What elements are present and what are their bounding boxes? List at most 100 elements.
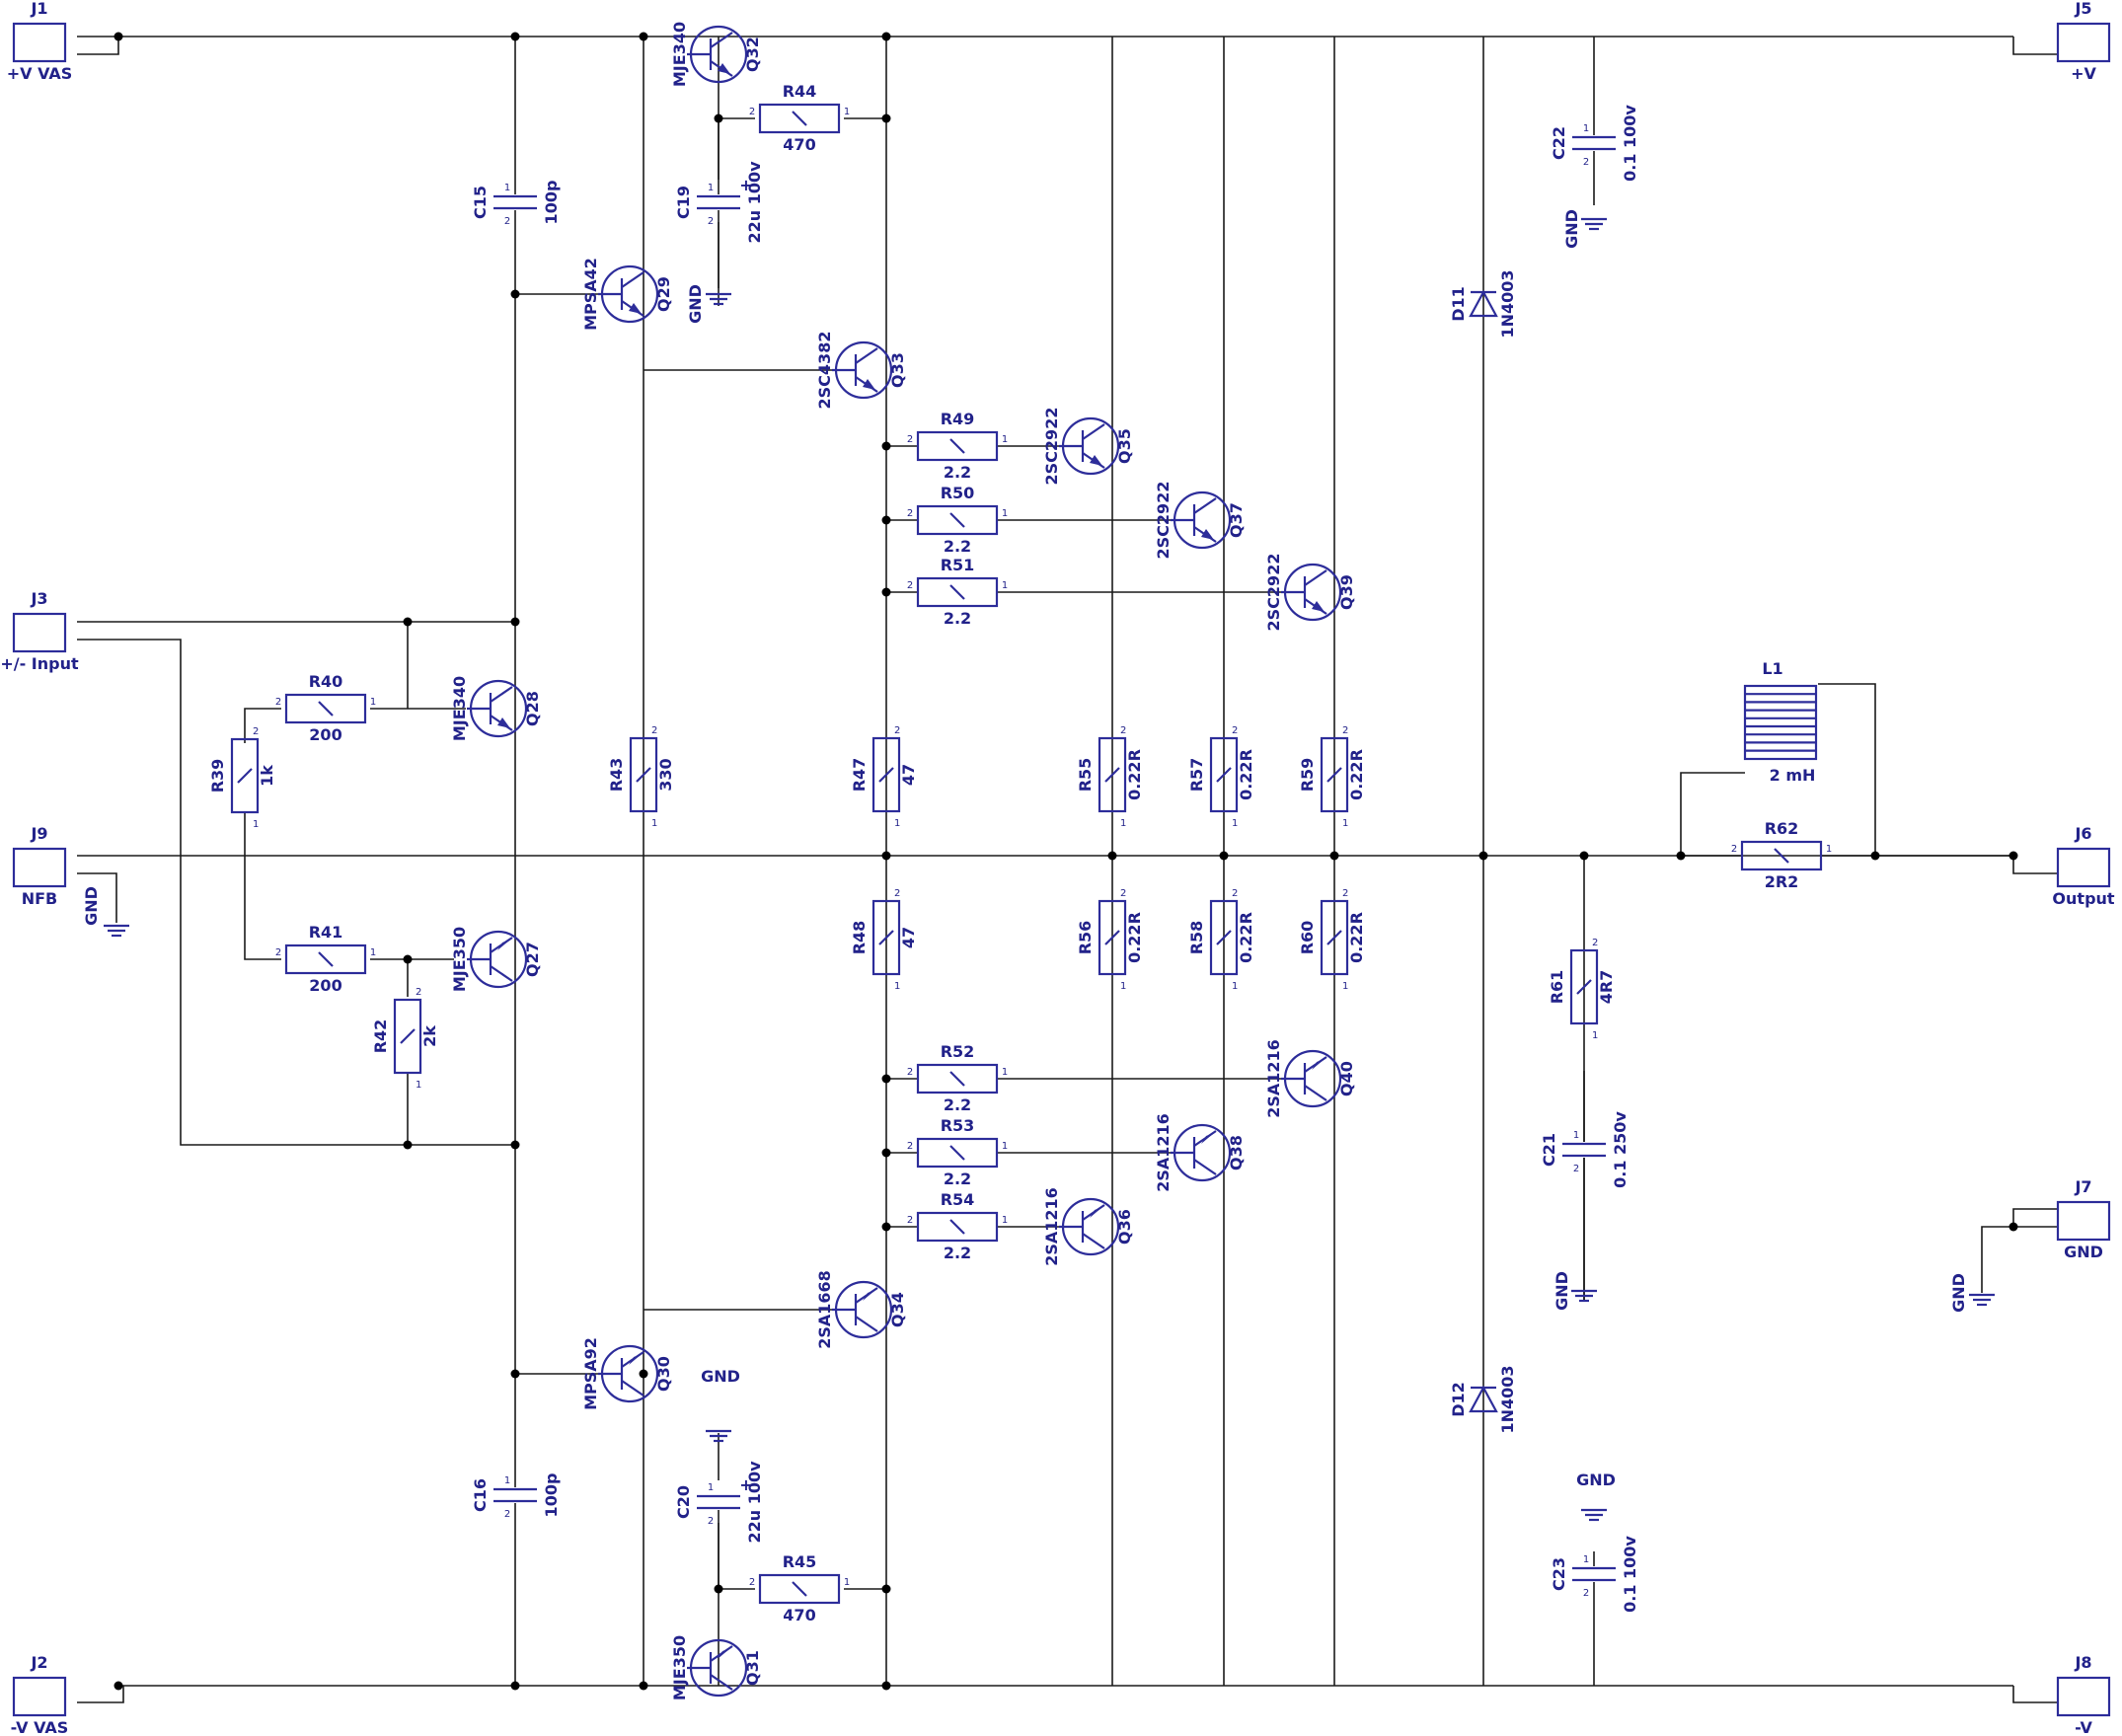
connector-body xyxy=(2056,22,2111,63)
connector-ref: J1 xyxy=(30,0,47,18)
transistor-ref: Q32 xyxy=(743,37,762,72)
pin-number: 1 xyxy=(844,1577,850,1588)
junction-dot xyxy=(1478,851,1488,861)
junction-dot xyxy=(881,1148,891,1158)
capacitor-value: 0.1 100v xyxy=(1621,1536,1639,1613)
junction-dot xyxy=(881,1681,891,1691)
pin-number: 1 xyxy=(894,981,900,992)
capacitor-value: 100p xyxy=(542,181,561,225)
connector-j3: J3 +/- Input xyxy=(0,589,79,673)
junction-dot xyxy=(403,1140,413,1150)
junction-dot xyxy=(1219,851,1229,861)
resistor-body xyxy=(872,736,901,813)
pin-number: 1 xyxy=(1120,818,1126,829)
pin-number: 2 xyxy=(651,725,657,736)
pin-number: 2 xyxy=(894,888,900,899)
connector-ref: J9 xyxy=(30,824,47,843)
transistor-ref: Q36 xyxy=(1115,1209,1134,1245)
pin-number: 2 xyxy=(907,1067,913,1078)
pin-number: 2 xyxy=(1120,888,1126,899)
resistor-ref: R54 xyxy=(941,1190,975,1209)
junction-dot xyxy=(639,1369,648,1379)
transistor-arrow xyxy=(629,1354,642,1365)
resistor-value: 2.2 xyxy=(944,537,971,556)
capacitor-value: 22u 100v xyxy=(745,1461,764,1544)
connector-label: GND xyxy=(2064,1243,2103,1261)
connector-j5: J5+V xyxy=(2056,0,2111,83)
resistor-ref: R43 xyxy=(607,758,626,793)
ground-label: GND xyxy=(1562,209,1581,249)
junction-dot xyxy=(1676,851,1686,861)
capacitor-ref: C16 xyxy=(471,1478,490,1512)
junction-dot xyxy=(881,113,891,123)
pin-number: 2 xyxy=(275,947,281,958)
connector-body xyxy=(12,612,67,653)
capacitor-gap xyxy=(493,194,537,210)
pin-number: 1 xyxy=(504,1475,510,1486)
pin-number: 2 xyxy=(1232,725,1238,736)
pin-number: 1 xyxy=(1826,844,1832,855)
pin-number: 1 xyxy=(651,818,657,829)
resistor-body xyxy=(1320,899,1349,976)
connector-label: -V xyxy=(2075,1718,2092,1736)
transistor-value: 2SC4382 xyxy=(815,332,834,410)
resistor-body xyxy=(916,1211,999,1243)
pin-number: 2 xyxy=(894,725,900,736)
junction-dot xyxy=(881,587,891,597)
capacitor-gap xyxy=(493,1487,537,1503)
transistor-arrow xyxy=(1312,601,1325,612)
capacitor-value: 0.1 250v xyxy=(1611,1111,1629,1188)
capacitor-value: 22u 100v xyxy=(745,161,764,244)
pin-number: 2 xyxy=(253,726,259,737)
pin-number: 2 xyxy=(1583,157,1589,168)
transistor-value: 2SC2922 xyxy=(1264,554,1283,632)
resistor-value: 0.22R xyxy=(1347,912,1366,963)
transistor-arrow xyxy=(863,379,875,390)
transistor-ref: Q39 xyxy=(1337,574,1356,610)
resistor-value: 4R7 xyxy=(1597,970,1616,1005)
pin-number: 2 xyxy=(1573,1164,1579,1174)
transistor-arrow xyxy=(863,1290,875,1301)
connector-ref: J3 xyxy=(30,589,47,608)
connector-body xyxy=(12,1676,67,1717)
inductor-value: 2 mH xyxy=(1770,766,1816,785)
junction-dot xyxy=(1579,851,1589,861)
transistor-value: 2SA1216 xyxy=(1264,1039,1283,1118)
transistor-ref: Q40 xyxy=(1337,1061,1356,1096)
resistor-ref: R56 xyxy=(1076,921,1095,955)
connector-body xyxy=(12,22,67,63)
pin-number: 2 xyxy=(907,580,913,591)
diode-ref: D11 xyxy=(1449,286,1468,322)
transistor-ref: Q35 xyxy=(1115,428,1134,464)
resistor-ref: R45 xyxy=(783,1552,817,1571)
connector-label: +/- Input xyxy=(0,654,79,673)
resistor-body xyxy=(1098,736,1127,813)
pin-number: 2 xyxy=(1232,888,1238,899)
resistor-value: 2.2 xyxy=(944,463,971,482)
resistor-value: 2.2 xyxy=(944,1170,971,1188)
ground-symbol xyxy=(706,292,731,306)
pin-number: 1 xyxy=(1583,1554,1589,1565)
connector-j1: J1+V VAS xyxy=(7,0,73,83)
pin-number: 1 xyxy=(1120,981,1126,992)
transistor-q39: 2SC2922 Q39 xyxy=(1264,554,1356,632)
connector-ref: J2 xyxy=(30,1653,47,1672)
capacitor-ref: C22 xyxy=(1550,126,1568,160)
capacitor-gap xyxy=(1562,1142,1606,1158)
resistor-value: 47 xyxy=(899,927,918,948)
junction-dot xyxy=(403,617,413,627)
